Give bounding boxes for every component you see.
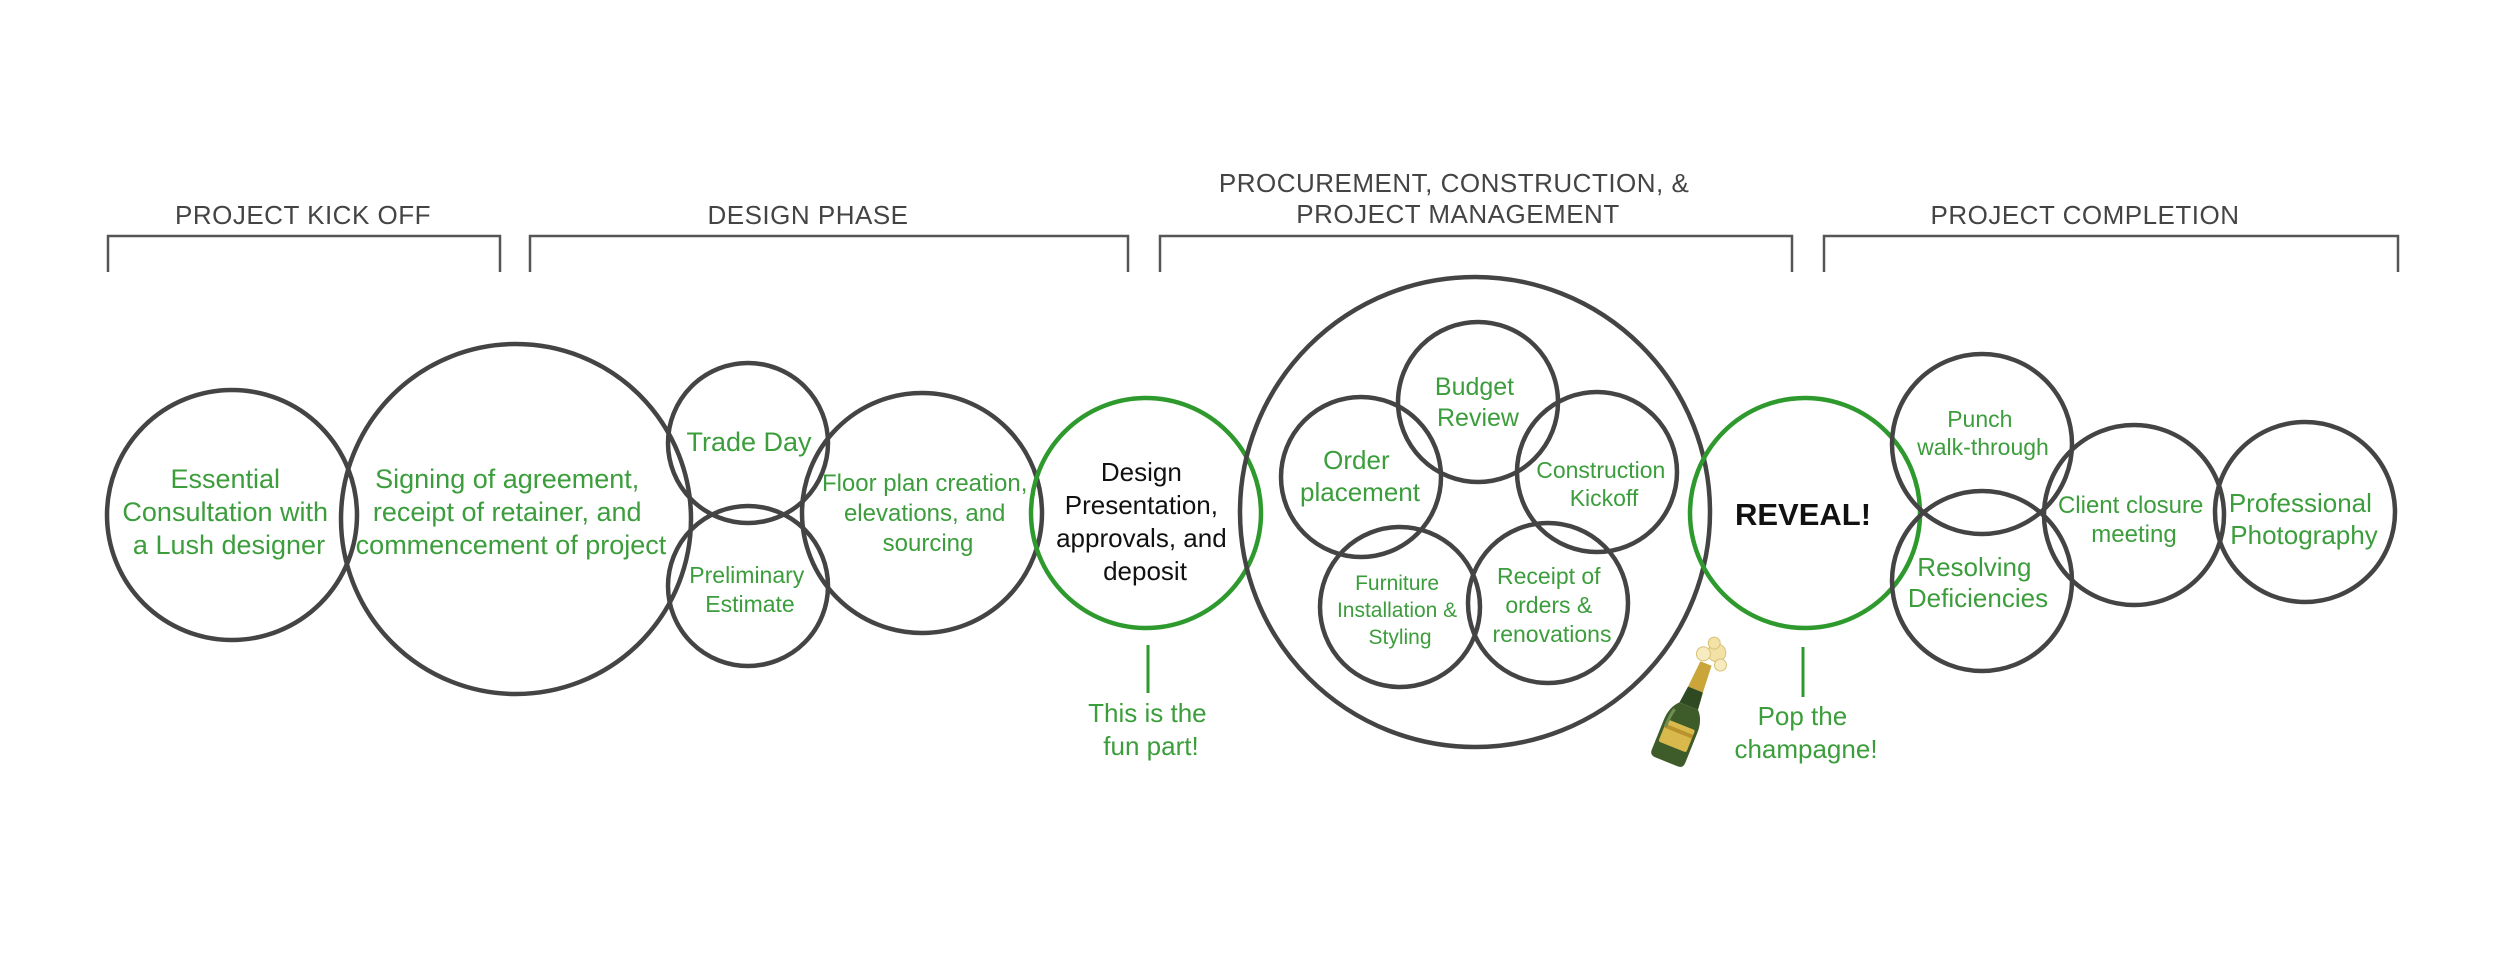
phase-label-kickoff: PROJECT KICK OFF [175, 200, 431, 230]
step-closure-text: Client closure meeting [2058, 492, 2210, 548]
step-agreement-text: Signing of agreement, receipt of retaine… [356, 464, 667, 560]
step-deficiencies-text: Resolving Deficiencies [1908, 552, 2048, 613]
circle-trade-day [665, 360, 831, 526]
circle-presentation [1028, 395, 1264, 631]
step-receipt-text: Receipt of orders & renovations [1493, 563, 1612, 647]
step-furniture-text: Furniture Installation & Styling [1337, 572, 1463, 649]
callout-fun-text: This is the fun part! [1088, 698, 1214, 761]
step-consultation-text: Essential Consultation with a Lush desig… [122, 464, 335, 560]
bracket-design [528, 234, 1130, 272]
circle-punch [1889, 351, 2075, 537]
circle-receipt [1465, 520, 1631, 686]
step-order-text: Order placement [1300, 445, 1421, 507]
bracket-completion [1822, 234, 2400, 272]
circle-photography [2212, 419, 2398, 605]
step-floor-plan-text: Floor plan creation, elevations, and sou… [822, 470, 1034, 557]
step-reveal-text: REVEAL! [1735, 497, 1871, 532]
bracket-kickoff [106, 234, 502, 272]
circle-construction [1514, 389, 1680, 555]
callout-champagne-text: Pop the champagne! [1734, 701, 1877, 764]
bracket-procurement [1158, 234, 1794, 272]
champagne-bottle-icon [1651, 636, 1727, 767]
circle-closure [2041, 422, 2227, 608]
step-presentation-text: Design Presentation, approvals, and depo… [1056, 457, 1234, 586]
circle-furniture [1317, 524, 1483, 690]
step-photography-text: Professional Photography [2229, 488, 2379, 550]
step-budget-text: Budget Review [1435, 373, 1521, 432]
step-construction-text: Construction Kickoff [1536, 457, 1672, 511]
circle-agreement [338, 341, 694, 697]
phase-label-procurement: PROCUREMENT, CONSTRUCTION, & PROJECT MAN… [1219, 168, 1697, 229]
step-punch-text: Punch walk-through [1916, 406, 2049, 460]
circle-procurement-group [1237, 274, 1713, 750]
phase-label-completion: PROJECT COMPLETION [1930, 200, 2239, 230]
phase-label-design: DESIGN PHASE [707, 200, 908, 230]
circle-order [1278, 394, 1444, 560]
step-estimate-text: Preliminary Estimate [689, 562, 810, 617]
circle-consultation [104, 387, 360, 643]
circle-budget [1395, 319, 1561, 485]
circle-floor-plan [799, 390, 1045, 636]
step-trade-day-text: Trade Day [686, 427, 812, 457]
